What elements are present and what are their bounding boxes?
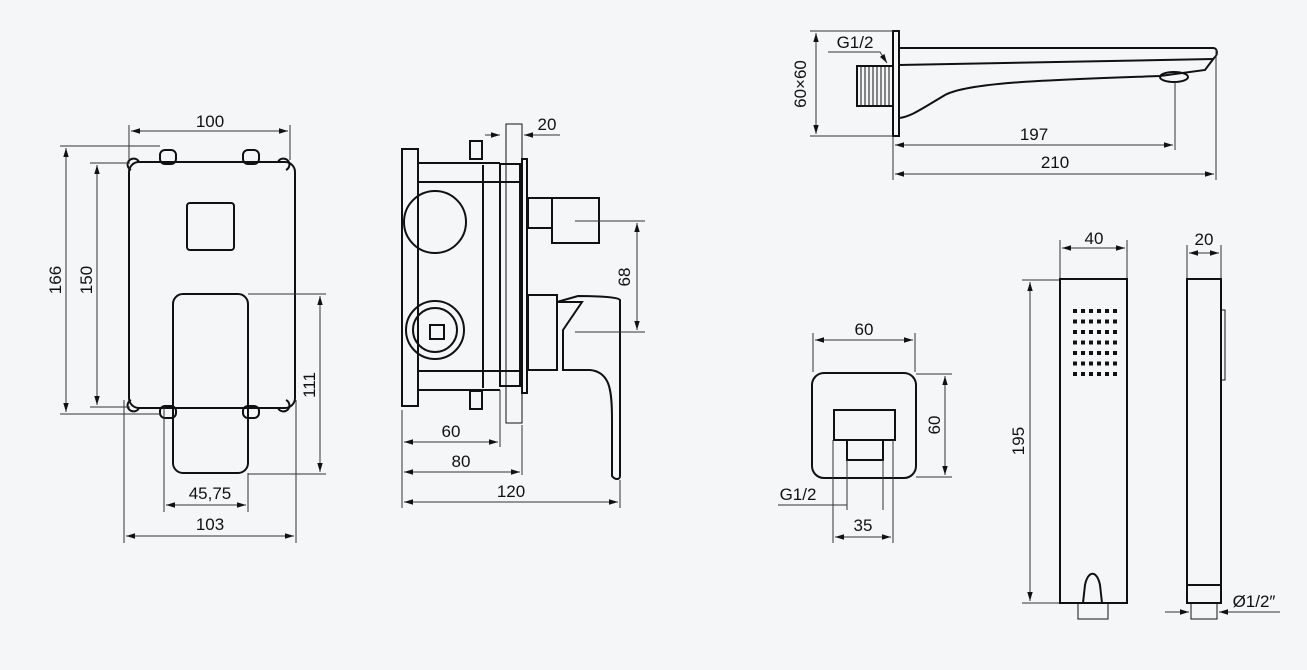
nozzle-dot: [1089, 372, 1093, 376]
nozzle-dot: [1113, 351, 1117, 355]
nozzle-dot: [1073, 372, 1077, 376]
nozzle-dot: [1081, 351, 1085, 355]
dim-spout-length: 210: [1041, 153, 1069, 172]
nozzle-dot: [1073, 361, 1077, 366]
cover-plate: [128, 161, 296, 409]
dim-plate: 20: [538, 115, 557, 134]
nozzle-dot: [1105, 372, 1109, 376]
shower-holder-view: 60 60 G1/2 35: [778, 320, 952, 543]
nozzle-dot: [1073, 319, 1077, 324]
dim-height-inner: 150: [77, 266, 96, 294]
nozzle-dot: [1073, 351, 1077, 355]
nozzle-dot: [1105, 340, 1109, 345]
mounting-lugs: [126, 149, 291, 419]
nozzle-dot: [1081, 372, 1085, 376]
spout-view: G1/2 60×60 197 210: [791, 30, 1218, 180]
nozzle-dot: [1081, 361, 1085, 366]
dim-shower-connection: Ø1/2″: [1233, 592, 1276, 611]
nozzle-dot: [1073, 309, 1077, 313]
nozzle-dot: [1097, 340, 1101, 345]
nozzle-dot: [1113, 330, 1117, 334]
nozzle-dot: [1113, 340, 1117, 345]
nozzle-dot: [1113, 319, 1117, 324]
nozzle-dot: [1081, 309, 1085, 313]
nozzle-dot: [1105, 330, 1109, 334]
nozzle-dot: [1073, 340, 1077, 345]
nozzle-dot: [1105, 351, 1109, 355]
dim-holder-fitting: 35: [854, 516, 873, 535]
holder-thread-label: G1/2: [780, 485, 817, 504]
nozzle-dot: [1097, 372, 1101, 376]
nozzle-dot: [1089, 309, 1093, 313]
nozzle-dot: [1089, 319, 1093, 324]
nozzle-dot: [1081, 319, 1085, 324]
hand-shower-view: 40 195 20 Ø1/2″: [1009, 229, 1280, 620]
nozzle-dot: [1097, 330, 1101, 334]
dim-holder-width: 60: [855, 320, 874, 339]
dim-width-bottom: 103: [196, 515, 224, 534]
nozzle-dot: [1097, 309, 1101, 313]
nozzle-dot: [1105, 309, 1109, 313]
nozzle-dot: [1097, 361, 1101, 366]
dim-spacing: 68: [615, 268, 634, 287]
nozzle-dot: [1089, 361, 1093, 366]
nozzle-dot: [1089, 330, 1093, 334]
nozzle-dot: [1113, 361, 1117, 366]
nozzle-dot: [1113, 372, 1117, 376]
nozzle-dot: [1081, 330, 1085, 334]
nozzle-dot: [1089, 340, 1093, 345]
nozzle-dot: [1097, 351, 1101, 355]
dim-lever-height: 111: [300, 372, 319, 398]
nozzle-dot: [1097, 319, 1101, 324]
side-view: 20 60 80 120 68: [401, 115, 645, 508]
dim-depth-60: 60: [442, 422, 461, 441]
dim-depth-80: 80: [452, 452, 471, 471]
dim-depth-120: 120: [497, 482, 525, 501]
nozzle-dot: [1081, 340, 1085, 345]
dim-lever-width: 45,75: [189, 484, 232, 503]
diverter-button: [186, 202, 235, 251]
dim-holder-height: 60: [925, 416, 944, 435]
spout-thread-label: G1/2: [837, 33, 874, 52]
dim-shower-width: 40: [1085, 229, 1104, 248]
front-view: 100 166 150 111 45,75 103: [46, 112, 326, 543]
spray-nozzles: [1073, 309, 1117, 376]
dim-spout-plate: 60×60: [791, 60, 810, 108]
nozzle-dot: [1089, 351, 1093, 355]
dim-width-top: 100: [196, 112, 224, 131]
lever-handle: [172, 293, 249, 474]
nozzle-dot: [1105, 361, 1109, 366]
dim-shower-thickness: 20: [1195, 230, 1214, 249]
dim-shower-length: 195: [1009, 427, 1028, 455]
dim-spout-outlet: 197: [1020, 125, 1048, 144]
nozzle-dot: [1105, 319, 1109, 324]
dim-height-outer: 166: [46, 266, 65, 294]
nozzle-dot: [1113, 309, 1117, 313]
nozzle-dot: [1073, 330, 1077, 334]
